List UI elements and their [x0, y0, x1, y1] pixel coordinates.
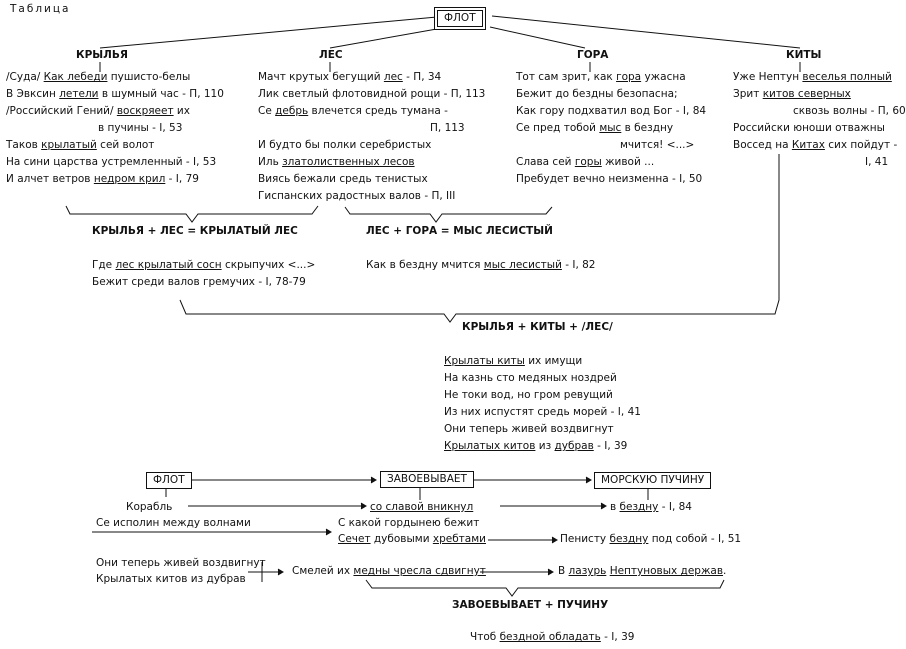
gora-line: Пребудет вечно неизменна - I, 50	[516, 173, 703, 185]
text-vniknul: со славой вникнул	[370, 501, 474, 513]
les-line: Виясь бежали средь тенистых	[258, 173, 428, 185]
header-les: ЛЕС	[319, 49, 343, 61]
eq3-lines-line: Крылаты киты их имущи	[444, 355, 583, 367]
text-gordyneyu: С какой гордынею бежит	[338, 517, 480, 529]
flow-node-flot: ФЛОТ	[146, 472, 192, 489]
gora-line: мчится! <...>	[620, 139, 695, 151]
krylya-line: в пучины - I, 53	[98, 122, 183, 134]
header-gora: ГОРА	[577, 49, 609, 61]
krylya-line: Таков крылатый сей волот	[6, 139, 155, 151]
text-final: Чтоб бездной обладать - I, 39	[470, 631, 635, 643]
kity-line: сквозь волны - П, 60	[793, 105, 906, 117]
les-line: Мачт крутых бегущий лес - П, 34	[258, 71, 442, 83]
eq3-lines-line: Из них испустят средь морей - I, 41	[444, 406, 641, 418]
text-penistu: Пенисту бездну под собой - I, 51	[560, 533, 742, 545]
kity-line: I, 41	[865, 156, 889, 168]
page-title: Таблица	[10, 3, 71, 15]
gora-line: Се пред тобой мыс в бездну	[516, 122, 674, 134]
kity-line: Российски юноши отважны	[733, 122, 885, 134]
text-oni-1: Они теперь живей воздвигнут	[96, 557, 266, 569]
krylya-line: /Суда/ Как лебеди пушисто-белы	[6, 71, 191, 83]
eq3-lines-line: Не токи вод, но гром ревущий	[444, 389, 613, 401]
root-node-flot: ФЛОТ	[437, 10, 483, 27]
kity-line: Зрит китов северных	[733, 88, 851, 100]
les-line: Лик светлый флотовидной рощи - П, 113	[258, 88, 486, 100]
krylya-line: /Российский Гений/ воскряеет их	[6, 105, 190, 117]
equation-mys-lesistyi: ЛЕС + ГОРА = МЫС ЛЕСИСТЫЙ	[366, 225, 553, 237]
eq3-lines-line: Они теперь живей воздвигнут	[444, 423, 614, 435]
gora-line: Тот сам зрит, как гора ужасна	[516, 71, 686, 83]
les-line: И будто бы полки серебристых	[258, 139, 432, 151]
text-ispolin: Се исполин между волнами	[96, 517, 251, 529]
les-line: П, 113	[430, 122, 465, 134]
kity-line: Воссед на Китах сих пойдут -	[733, 139, 898, 151]
text-sechet: Сечет дубовыми хребтами	[338, 533, 486, 545]
header-kity: КИТЫ	[786, 49, 822, 61]
gora-line: Бежит до бездны безопасна;	[516, 88, 678, 100]
text-korabl: Корабль	[126, 501, 173, 513]
gora-line: Как гору подхватил вод Бог - I, 84	[516, 105, 707, 117]
flow-node-morskuyu-puchinu: МОРСКУЮ ПУЧИНУ	[594, 472, 712, 489]
krylya-line: В Эвксин летели в шумный час - П, 110	[6, 88, 224, 100]
les-line: Гиспанских радостных валов - П, III	[258, 190, 456, 202]
text-oni-2: Крылатых китов из дубрав	[96, 573, 246, 585]
flow-node-zavoevyvaet: ЗАВОЕВЫВАЕТ	[380, 471, 474, 488]
equation-krylatyi-les: КРЫЛЬЯ + ЛЕС = КРЫЛАТЫЙ ЛЕС	[92, 225, 298, 237]
equation-zavoevyvaet-puchinu: ЗАВОЕВЫВАЕТ + ПУЧИНУ	[452, 599, 609, 611]
les-line: Иль златолиственных лесов	[258, 156, 415, 168]
eq3-lines-line: Крылатых китов из дубрав - I, 39	[444, 440, 628, 452]
eq2-lines-line: Как в бездну мчится мыс лесистый - I, 82	[366, 259, 596, 271]
krylya-line: И алчет ветров недром крил - I, 79	[6, 173, 199, 185]
eq1-lines-line: Где лес крылатый сосн скрыпучих <...>	[92, 259, 316, 271]
eq1-lines-line: Бежит среди валов гремучих - I, 78-79	[92, 276, 306, 288]
eq3-lines-line: На казнь сто медяных ноздрей	[444, 372, 617, 384]
equation-krylya-kity-les: КРЫЛЬЯ + КИТЫ + /ЛЕС/	[462, 321, 613, 333]
krylya-line: На сини царства устремленный - I, 53	[6, 156, 217, 168]
kity-line: Уже Нептун веселья полный	[733, 71, 892, 83]
text-v-bezdnu: в бездну - I, 84	[610, 501, 692, 513]
les-line: Се дебрь влечется средь тумана -	[258, 105, 448, 117]
text-lazur: В лазурь Нептуновых держав.	[558, 565, 727, 577]
header-krylya: КРЫЛЬЯ	[76, 49, 128, 61]
gora-line: Слава сей горы живой ...	[516, 156, 655, 168]
text-smelei: Смелей их медны чресла сдвигнут	[292, 565, 486, 577]
